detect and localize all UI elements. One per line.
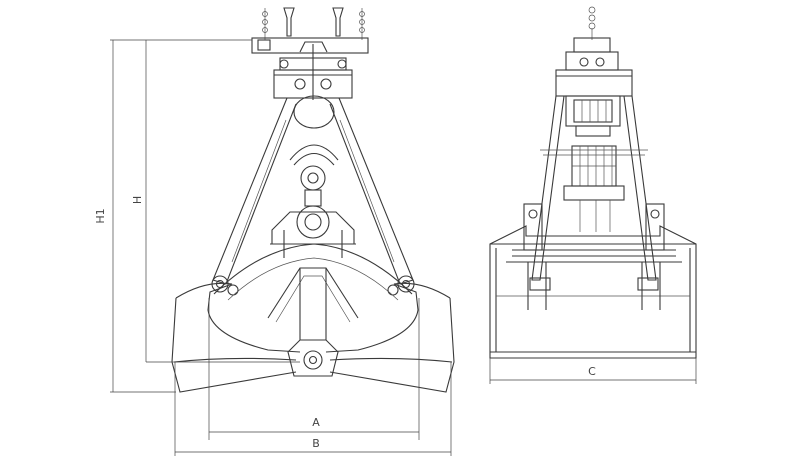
side-head — [555, 37, 633, 97]
front-view: H1 H A B — [94, 7, 455, 456]
side-frame-legs — [531, 95, 657, 281]
front-jaw-shells — [171, 243, 455, 393]
front-pivot-pins — [211, 275, 415, 296]
front-top-crossbar — [251, 37, 369, 54]
side-chain — [588, 6, 596, 40]
front-sheave — [289, 95, 339, 207]
front-bottom-hub — [287, 339, 339, 377]
dimension-label-b: B — [312, 437, 320, 450]
dimension-label-h: H — [131, 196, 144, 204]
dimension-label-h1: H1 — [94, 208, 107, 223]
dimension-label-a: A — [312, 416, 320, 429]
front-upper-struts — [212, 97, 414, 285]
side-dimensions — [489, 358, 697, 384]
side-bucket — [489, 203, 697, 359]
side-view: C — [489, 6, 697, 384]
front-dimensions — [110, 39, 452, 456]
dimension-label-c: C — [588, 365, 596, 378]
front-chains — [262, 7, 365, 40]
side-mechanism — [563, 95, 625, 232]
